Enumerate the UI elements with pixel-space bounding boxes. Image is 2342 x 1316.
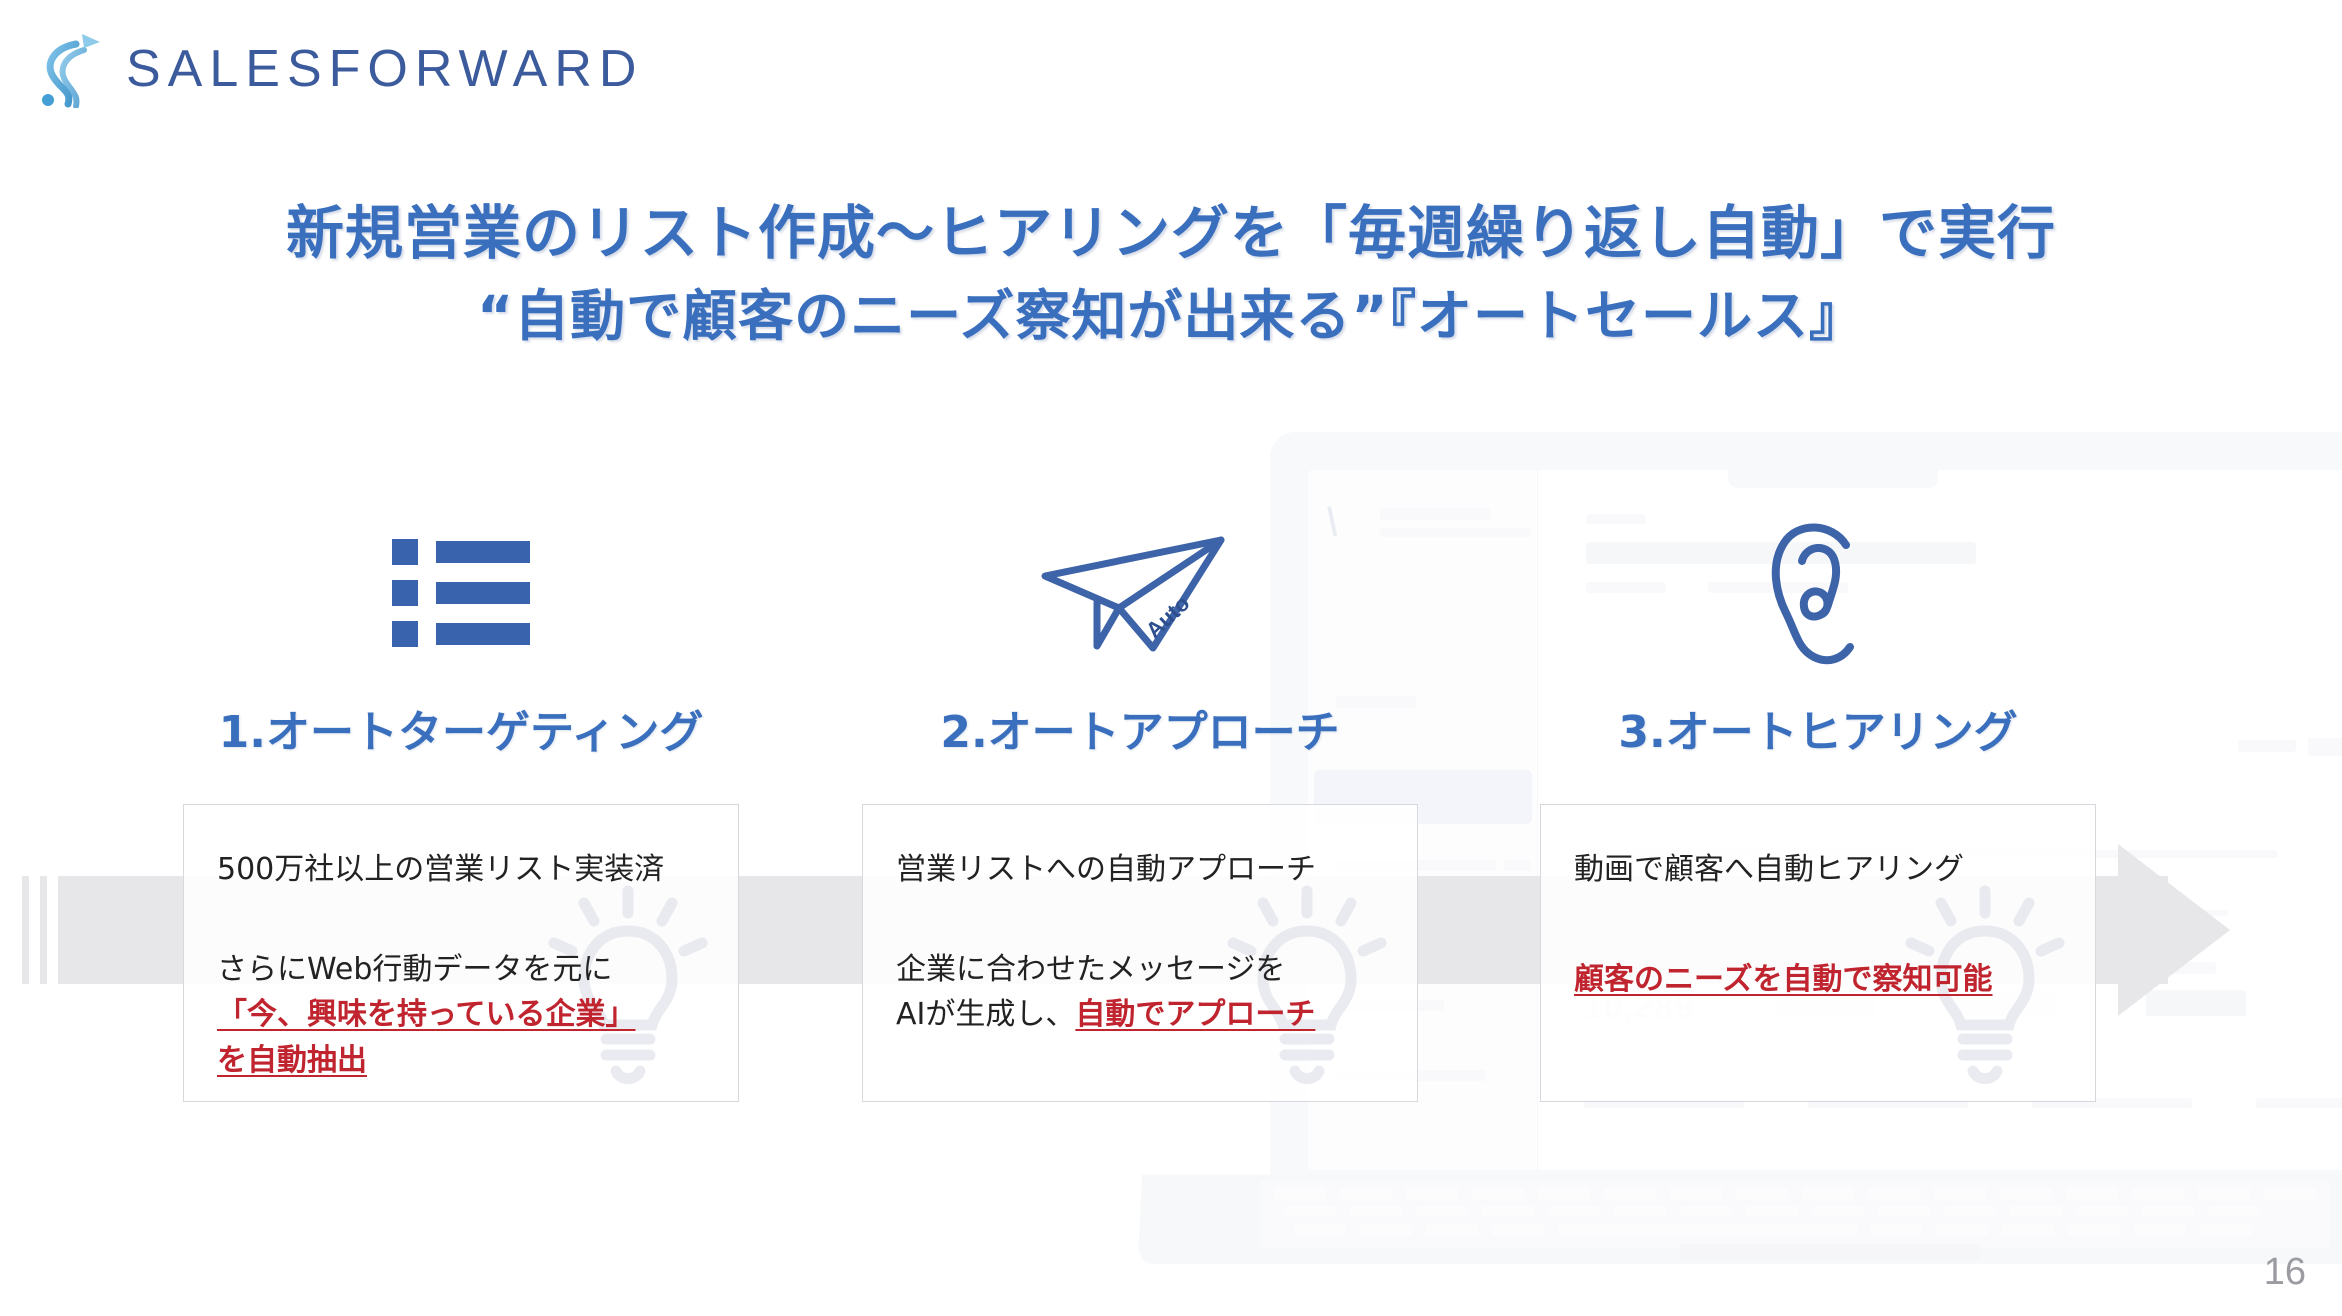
paper-plane-icon: Auto	[862, 500, 1418, 686]
step-2-line-3-plain: AIが生成し、	[896, 997, 1076, 1033]
step-1-detail-box: 500万社以上の営業リスト実装済 さらにWeb行動データを元に 「今、興味を持っ…	[183, 804, 739, 1102]
laptop-base	[1137, 1174, 2342, 1265]
laptop-notch	[1728, 470, 1938, 488]
flow-arrow-tick	[40, 876, 47, 984]
laptop-keyboard	[1260, 1180, 2330, 1248]
step-2-detail-box: 営業リストへの自動アプローチ 企業に合わせたメッセージを AIが生成し、自動でア…	[862, 804, 1418, 1102]
brand-logo-text: SALESFORWARD	[126, 40, 644, 98]
dashboard-row-placeholder	[2256, 1098, 2342, 1108]
step-2-line-1: 営業リストへの自動アプローチ	[896, 852, 1316, 887]
step-column-1: 1.オートターゲティング 500万社	[183, 500, 739, 1102]
step-column-3: 3.オートヒアリング 動画で顧客へ自	[1540, 500, 2096, 1102]
dashboard-action-placeholder	[2238, 740, 2296, 752]
laptop-trackpad	[1680, 1244, 1980, 1260]
step-3-detail-box: 動画で顧客へ自動ヒアリング 顧客のニーズを自動で察知可能	[1540, 804, 2096, 1102]
page-number: 16	[2263, 1251, 2306, 1293]
step-1-line-3: 「今、興味を持っている企業」	[217, 997, 636, 1033]
slide-title: 新規営業のリスト作成～ヒアリングを「毎週繰り返し自動」で実行 “自動で顧客のニー…	[0, 198, 2342, 350]
dashboard-nav-badge-placeholder	[1504, 860, 1530, 871]
bulleted-list-icon	[183, 500, 739, 686]
brand-logo: SALESFORWARD	[34, 30, 644, 109]
step-1-line-1: 500万社以上の営業リスト実装済	[217, 852, 665, 887]
step-2-line-3: AIが生成し、自動でアプローチ	[896, 992, 1387, 1038]
step-3-line-1: 動画で顧客へ自動ヒアリング	[1574, 852, 1964, 887]
step-2-line-2: 企業に合わせたメッセージを	[896, 951, 1286, 987]
slide-title-line-2: “自動で顧客のニーズ察知が出来る”『オートセールス』	[476, 283, 1866, 348]
step-column-2: Auto 2.オートアプローチ	[862, 500, 1418, 1102]
step-3-heading: 3.オートヒアリング	[1618, 707, 2018, 758]
step-1-heading: 1.オートターゲティング	[218, 707, 704, 758]
step-1-line-4: を自動抽出	[217, 1042, 367, 1078]
step-2-heading: 2.オートアプローチ	[940, 707, 1340, 758]
flow-arrow-tick	[22, 876, 29, 984]
step-1-line-2: さらにWeb行動データを元に	[217, 951, 613, 987]
dashboard-button-placeholder	[2308, 738, 2342, 756]
slide-title-line-1: 新規営業のリスト作成～ヒアリングを「毎週繰り返し自動」で実行	[285, 199, 2056, 267]
step-2-line-3-highlight: 自動でアプローチ	[1075, 997, 1316, 1033]
swoosh-s-mark-icon	[34, 30, 108, 109]
ear-icon	[1540, 500, 2096, 686]
flow-arrow-head	[2118, 844, 2230, 1016]
step-3-line-2: 顧客のニーズを自動で察知可能	[1574, 961, 1993, 997]
